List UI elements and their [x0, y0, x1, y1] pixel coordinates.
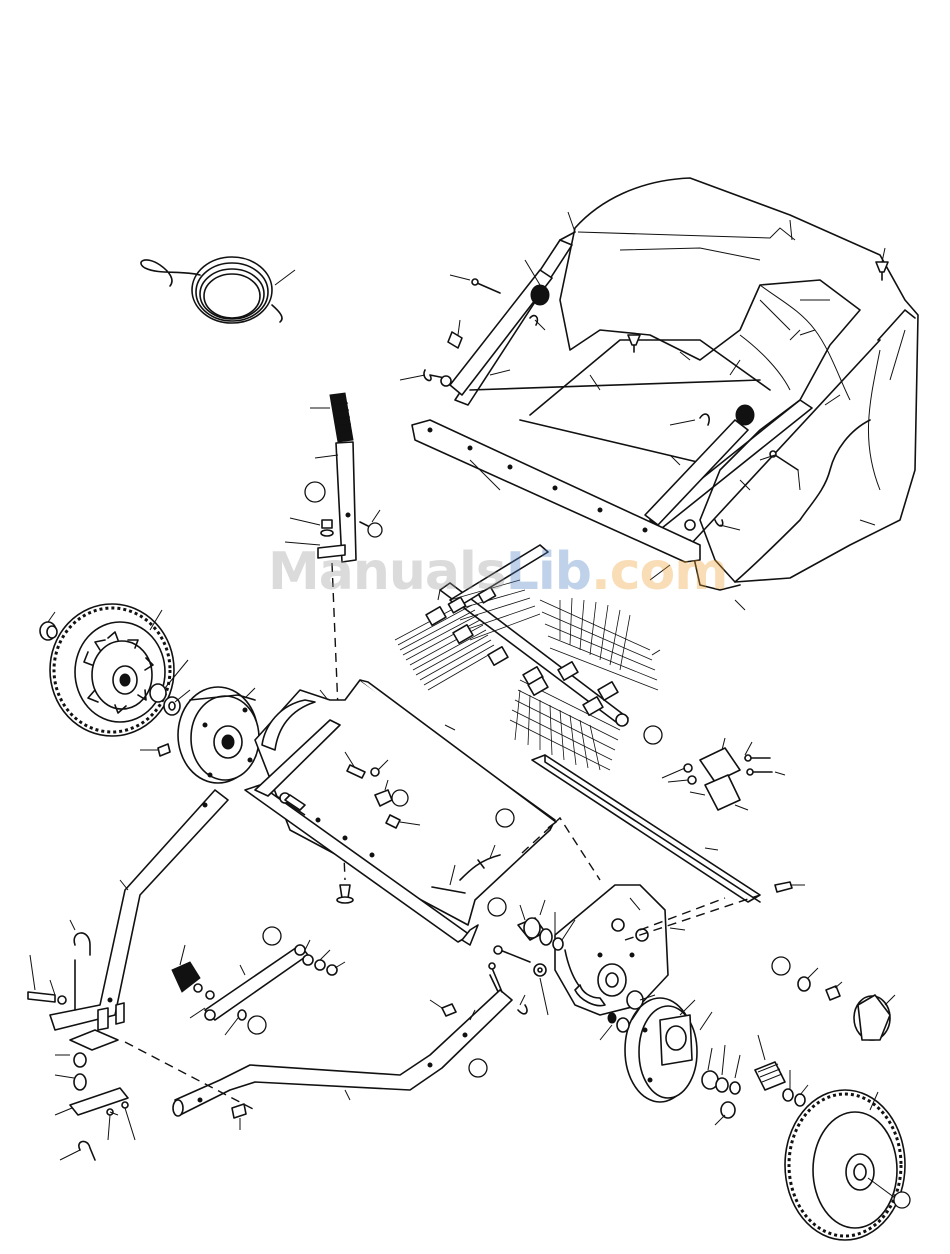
- angle-bar: [532, 755, 805, 902]
- right-side-plate: [522, 818, 760, 1015]
- right-gear-housing: [600, 991, 808, 1125]
- hitch-parts: [28, 920, 255, 1160]
- coiled-cable: [141, 257, 295, 323]
- linkage-arm: [172, 927, 345, 1035]
- hub-cap-cluster: [772, 957, 895, 1040]
- hopper-bag-assembly: [412, 178, 918, 590]
- main-frame-housing: [245, 680, 556, 945]
- left-wheel-assembly: [40, 604, 190, 736]
- right-wheel-assembly: [785, 1090, 910, 1240]
- right-bracket-cluster: [662, 738, 785, 810]
